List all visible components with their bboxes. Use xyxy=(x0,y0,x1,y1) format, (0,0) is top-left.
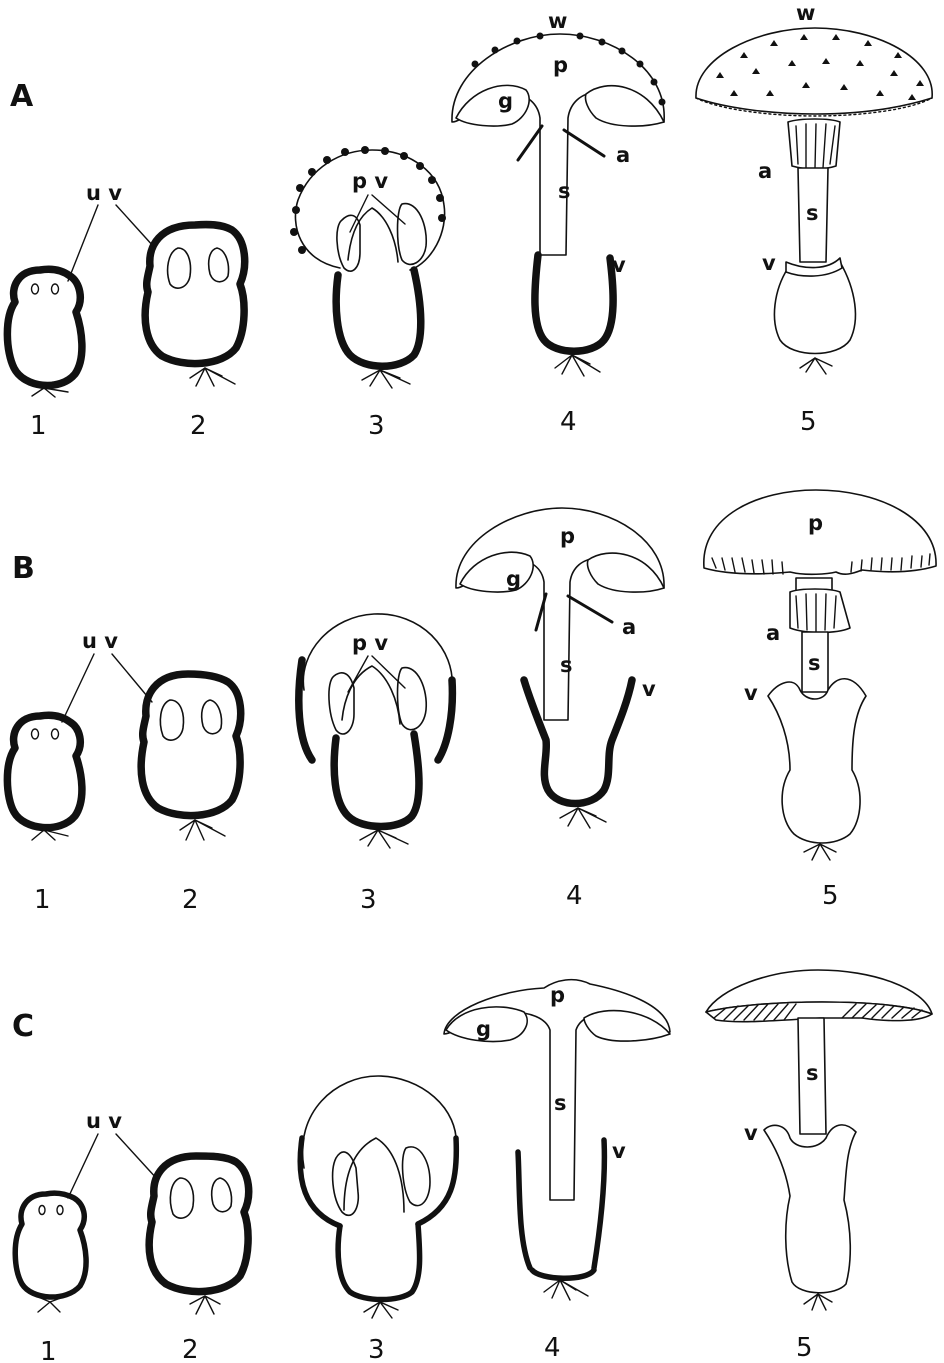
label-s: s xyxy=(554,1091,567,1115)
label-uv: u v xyxy=(86,1109,122,1133)
step-label: 1 xyxy=(30,411,47,441)
row-a-stage-2 xyxy=(145,225,245,386)
label-v: v xyxy=(762,251,776,275)
step-label: 2 xyxy=(182,1335,199,1363)
label-a: a xyxy=(758,159,772,183)
label-a: a xyxy=(616,143,630,167)
step-label: 4 xyxy=(544,1333,561,1363)
label-w: w xyxy=(796,1,815,25)
row-c-stage-5 xyxy=(706,970,932,1310)
label-v: v xyxy=(744,681,758,705)
label-pv: p v xyxy=(352,169,388,193)
step-label: 3 xyxy=(360,885,377,915)
row-b-stage-5 xyxy=(704,490,936,860)
label-v: v xyxy=(642,677,656,701)
step-label: 2 xyxy=(182,885,199,915)
row-c-label: C xyxy=(12,1009,34,1044)
label-s: s xyxy=(558,179,571,203)
step-label: 1 xyxy=(40,1337,57,1363)
label-v: v xyxy=(744,1121,758,1145)
label-w: w xyxy=(548,9,567,33)
label-s: s xyxy=(806,201,819,225)
step-label: 5 xyxy=(800,407,817,437)
row-a-stage-4 xyxy=(452,33,666,377)
row-b-stage-1 xyxy=(7,715,82,840)
label-p: p xyxy=(550,983,565,1007)
step-label: 4 xyxy=(560,407,577,437)
step-label: 4 xyxy=(566,881,583,911)
row-b: B u v 1 2 p v 3 xyxy=(7,490,936,915)
label-p: p xyxy=(553,53,568,77)
label-v: v xyxy=(612,253,626,277)
label-a: a xyxy=(766,621,780,645)
label-a: a xyxy=(622,615,636,639)
row-b-stage-2 xyxy=(141,674,241,840)
step-label: 5 xyxy=(796,1333,813,1363)
step-label: 2 xyxy=(190,411,207,441)
row-a-label: A xyxy=(10,79,34,114)
label-uv: u v xyxy=(82,629,118,653)
row-a: A u v 1 2 xyxy=(7,1,932,441)
row-c: C u v 1 2 3 xyxy=(12,970,932,1363)
label-v: v xyxy=(612,1139,626,1163)
step-label: 1 xyxy=(34,885,51,915)
label-g: g xyxy=(498,89,513,113)
row-c-stage-2 xyxy=(149,1156,249,1314)
row-b-label: B xyxy=(12,551,35,586)
label-g: g xyxy=(476,1017,491,1041)
label-p: p xyxy=(808,511,823,535)
step-label: 3 xyxy=(368,1335,385,1363)
step-label: 3 xyxy=(368,411,385,441)
label-s: s xyxy=(808,651,821,675)
label-g: g xyxy=(506,567,521,591)
label-uv: u v xyxy=(86,181,122,205)
step-label: 5 xyxy=(822,881,839,911)
row-c-stage-1 xyxy=(15,1193,86,1312)
label-pv: p v xyxy=(352,631,388,655)
label-s: s xyxy=(560,653,573,677)
label-p: p xyxy=(560,524,575,548)
row-a-stage-1-button xyxy=(7,269,82,397)
row-c-stage-3 xyxy=(300,1076,456,1318)
label-s: s xyxy=(806,1061,819,1085)
